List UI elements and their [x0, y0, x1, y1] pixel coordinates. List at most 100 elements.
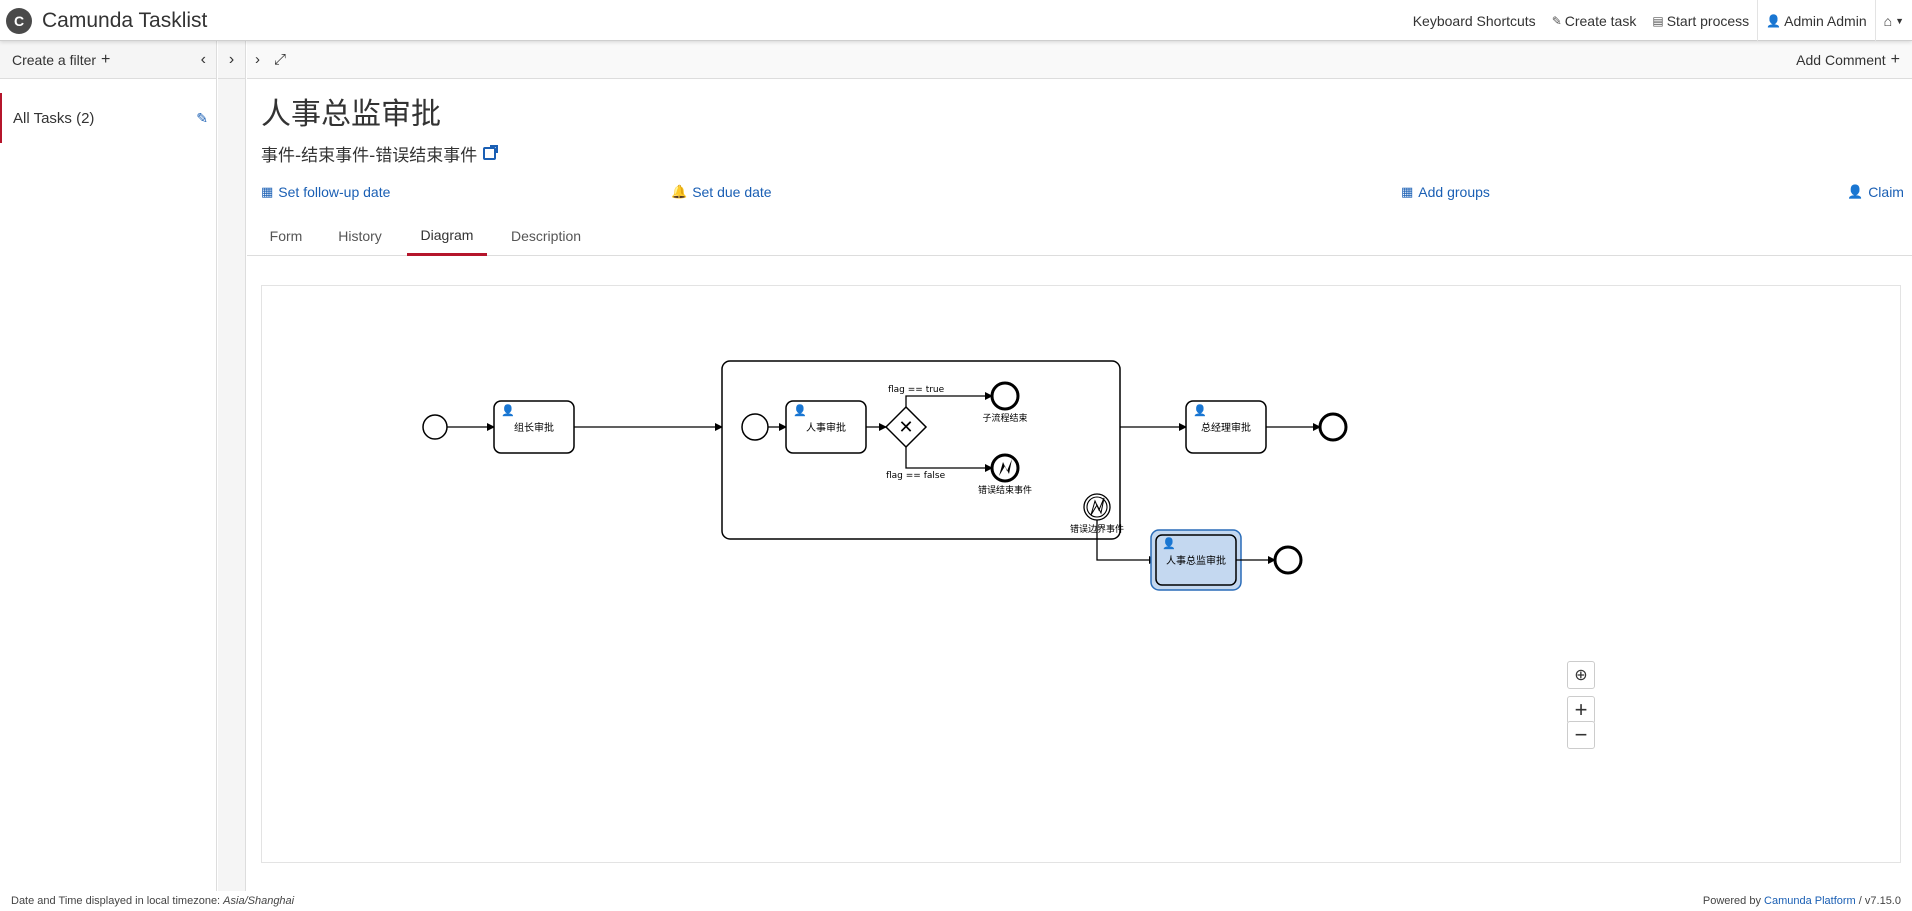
- collapse-sidebar-icon[interactable]: ‹: [200, 50, 206, 68]
- task-label: 总经理审批: [1201, 421, 1251, 434]
- user-menu[interactable]: 👤 Admin Admin: [1758, 0, 1874, 41]
- expand-list-icon[interactable]: ›: [218, 41, 245, 79]
- create-task-link[interactable]: ✎ Create task: [1544, 0, 1645, 41]
- paperclip-icon: ✎: [1551, 13, 1562, 28]
- tab-description[interactable]: Description: [510, 228, 582, 244]
- plus-icon: +: [101, 50, 111, 68]
- keyboard-shortcuts-link[interactable]: Keyboard Shortcuts: [1405, 0, 1544, 41]
- fit-viewport-button[interactable]: ⊕: [1567, 661, 1595, 689]
- set-follow-up-date-button[interactable]: ▦ Set follow-up date: [261, 184, 390, 200]
- filter-toolbar: Create a filter + ‹: [0, 41, 216, 79]
- create-filter-button[interactable]: Create a filter +: [12, 51, 110, 69]
- start-event[interactable]: [422, 414, 448, 440]
- expand-icon[interactable]: ›: [255, 51, 260, 68]
- process-name-text: 事件-结束事件-错误结束事件: [261, 146, 478, 166]
- flow-label-true: flag == true: [888, 385, 945, 395]
- create-task-label: Create task: [1564, 12, 1637, 29]
- footer: Date and Time displayed in local timezon…: [0, 891, 1912, 911]
- tab-form[interactable]: Form: [269, 228, 303, 244]
- event-label: 错误结束事件: [978, 484, 1032, 496]
- user-icon: 👤: [1847, 184, 1864, 199]
- start-process-label: Start process: [1666, 12, 1750, 29]
- sequence-flow-false: [905, 447, 993, 472]
- tab-diagram[interactable]: Diagram: [407, 216, 487, 256]
- end-event[interactable]: [1273, 545, 1303, 575]
- brand[interactable]: C Camunda Tasklist: [6, 8, 207, 34]
- filter-item-all-tasks[interactable]: All Tasks (2) ✎: [0, 93, 216, 143]
- tab-history[interactable]: History: [338, 228, 382, 244]
- end-event[interactable]: [1318, 412, 1348, 442]
- caret-down-icon: ▼: [1895, 15, 1904, 26]
- sub-start-event[interactable]: [741, 413, 769, 441]
- plus-icon: +: [1574, 697, 1588, 722]
- task-label: 人事总监审批: [1166, 554, 1226, 567]
- user-name: Admin Admin: [1784, 12, 1867, 29]
- powered-prefix: Powered by: [1702, 895, 1765, 907]
- app-title: Camunda Tasklist: [42, 9, 208, 32]
- error-icon: [1090, 497, 1105, 516]
- version: / v7.15.0: [1855, 895, 1901, 907]
- x-icon: ✕: [898, 417, 913, 438]
- zoom-out-button[interactable]: −: [1567, 721, 1595, 749]
- task-hr-approval[interactable]: 👤 人事审批: [785, 400, 867, 454]
- add-comment-button[interactable]: Add Comment +: [1796, 51, 1900, 69]
- list-alt-icon: ▤: [1652, 13, 1664, 28]
- task-toolbar: › ⤢ Add Comment +: [247, 41, 1912, 79]
- timezone-info: Date and Time displayed in local timezon…: [11, 895, 294, 907]
- sequence-flow: [1096, 520, 1157, 564]
- keyboard-shortcuts-label: Keyboard Shortcuts: [1412, 12, 1536, 29]
- task-list-collapsed: ›: [218, 41, 246, 891]
- add-comment-label: Add Comment: [1796, 51, 1886, 68]
- home-icon: ⌂: [1883, 12, 1893, 29]
- add-groups-button[interactable]: ▦ Add groups: [1401, 184, 1490, 200]
- top-nav-links: Keyboard Shortcuts ✎ Create task ▤ Start…: [1405, 0, 1912, 41]
- user-task-icon: 👤: [793, 404, 807, 417]
- top-navbar: C Camunda Tasklist Keyboard Shortcuts ✎ …: [0, 0, 1912, 41]
- external-link-icon[interactable]: [483, 145, 499, 160]
- plus-icon: +: [1890, 50, 1900, 68]
- nav-divider: [1757, 0, 1759, 41]
- zoom-in-button[interactable]: +: [1567, 696, 1595, 724]
- task-label: 组长审批: [514, 421, 554, 434]
- error-icon: [999, 459, 1012, 476]
- filter-item-label: All Tasks (2): [13, 109, 95, 127]
- start-process-link[interactable]: ▤ Start process: [1644, 0, 1757, 41]
- fullscreen-icon[interactable]: ⤢: [274, 51, 287, 68]
- error-boundary-event[interactable]: [1083, 493, 1111, 521]
- calendar-icon: ▦: [261, 184, 274, 199]
- task-gm-approval[interactable]: 👤 总经理审批: [1185, 400, 1267, 454]
- nav-divider: [1874, 0, 1876, 41]
- task-actions: ▦ Set follow-up date 🔔 Set due date ▦ Ad…: [261, 184, 1904, 204]
- task-detail: › ⤢ Add Comment + 人事总监审批 事件-结束事件-错误结束事件 …: [247, 41, 1912, 891]
- task-tabs: Form History Diagram Description: [247, 216, 1912, 256]
- flow-label-false: flag == false: [886, 471, 946, 481]
- user-icon: 👤: [1766, 13, 1782, 28]
- add-groups-label: Add groups: [1418, 184, 1490, 200]
- powered-by: Powered by Camunda Platform / v7.15.0: [1703, 895, 1901, 907]
- timezone-prefix: Date and Time displayed in local timezon…: [11, 895, 224, 907]
- home-menu[interactable]: ⌂ ▼: [1876, 0, 1912, 41]
- exclusive-gateway[interactable]: ✕: [884, 405, 928, 449]
- bell-icon: 🔔: [671, 184, 688, 199]
- camunda-logo: C: [6, 8, 32, 34]
- grid-icon: ▦: [1401, 184, 1414, 199]
- set-due-date-label: Set due date: [692, 184, 772, 200]
- error-end-event[interactable]: [990, 453, 1020, 483]
- bpmn-canvas: 👤 组长审批 👤 人事审批 ✕ flag == true 子: [422, 360, 1348, 591]
- bpmn-diagram[interactable]: 👤 组长审批 👤 人事审批 ✕ flag == true 子: [261, 285, 1901, 863]
- claim-button[interactable]: 👤 Claim: [1847, 184, 1904, 200]
- edit-filter-icon[interactable]: ✎: [196, 109, 208, 126]
- user-task-icon: 👤: [1193, 404, 1207, 417]
- create-filter-label: Create a filter: [12, 51, 97, 68]
- task-hr-director-approval[interactable]: 👤 人事总监审批: [1150, 529, 1242, 591]
- sub-end-event[interactable]: [990, 381, 1020, 411]
- camunda-platform-link[interactable]: Camunda Platform: [1764, 895, 1856, 907]
- task-group-leader-approval[interactable]: 👤 组长审批: [493, 400, 575, 454]
- event-label: 子流程结束: [982, 412, 1027, 424]
- claim-label: Claim: [1868, 184, 1904, 200]
- sequence-flow-true: [905, 392, 993, 407]
- user-task-icon: 👤: [501, 404, 515, 417]
- user-task-icon: 👤: [1162, 537, 1176, 550]
- filters-sidebar: Create a filter + ‹ All Tasks (2) ✎: [0, 41, 217, 891]
- set-due-date-button[interactable]: 🔔 Set due date: [671, 184, 772, 200]
